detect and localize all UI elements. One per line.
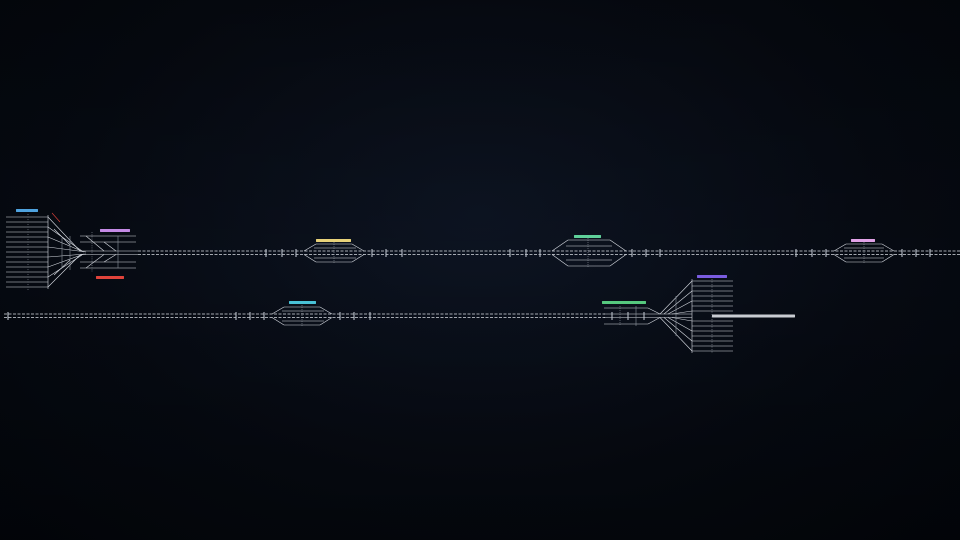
label-west-junction [100, 229, 130, 232]
station-d-tracks [271, 305, 333, 327]
signals [7, 249, 931, 320]
station-c-tracks [833, 242, 895, 264]
west-junction-tracks [80, 232, 138, 272]
label-station-b [574, 235, 601, 238]
station-b-tracks [551, 238, 627, 268]
label-station-e [602, 301, 646, 304]
label-station-c [851, 239, 875, 242]
label-station-a [316, 239, 351, 242]
label-west-depot [96, 276, 124, 279]
east-terminus-yard [659, 279, 733, 353]
label-west-terminus [16, 209, 38, 212]
label-east-siding [712, 314, 795, 318]
label-east-terminus [697, 275, 727, 278]
label-station-d [289, 301, 316, 304]
station-a-tracks [303, 242, 365, 264]
upper-main-line [138, 250, 960, 255]
station-labels [16, 209, 875, 318]
west-terminus-yard [6, 212, 87, 290]
station-e-tracks [604, 306, 692, 326]
